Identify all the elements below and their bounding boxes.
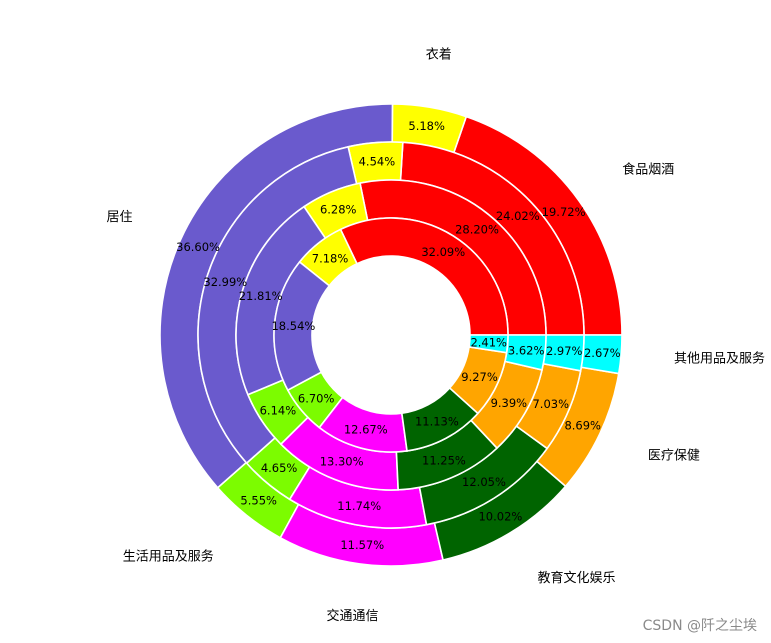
percent-label-ring4-5: 11.13% bbox=[415, 415, 459, 429]
percent-label-ring1-4: 11.57% bbox=[340, 538, 384, 552]
percent-label-ring2-1: 4.54% bbox=[359, 155, 396, 169]
percent-label-ring1-3: 5.55% bbox=[240, 494, 277, 508]
percent-label-ring3-5: 11.25% bbox=[422, 453, 466, 467]
percent-label-ring1-2: 36.60% bbox=[176, 240, 220, 254]
percent-label-ring3-3: 6.14% bbox=[260, 403, 297, 417]
percent-label-ring3-4: 13.30% bbox=[320, 455, 364, 469]
percent-label-ring2-7: 2.97% bbox=[546, 344, 583, 358]
category-label-4: 交通通信 bbox=[326, 608, 378, 624]
category-label-6: 医疗保健 bbox=[648, 449, 700, 464]
category-label-2: 居住 bbox=[107, 210, 133, 225]
percent-label-ring1-7: 2.67% bbox=[584, 346, 621, 360]
percent-label-ring3-2: 21.81% bbox=[239, 289, 283, 303]
percent-label-ring2-4: 11.74% bbox=[337, 499, 381, 513]
wedge-ring4-7 bbox=[468, 334, 509, 354]
percent-label-ring2-5: 12.05% bbox=[462, 475, 506, 489]
percent-label-ring4-3: 6.70% bbox=[298, 391, 335, 405]
percent-label-ring1-5: 10.02% bbox=[478, 510, 522, 524]
percent-label-ring4-7: 2.41% bbox=[470, 335, 507, 349]
percent-label-ring4-1: 7.18% bbox=[312, 251, 349, 265]
category-label-1: 衣着 bbox=[426, 47, 452, 63]
rings bbox=[159, 103, 623, 567]
percent-label-ring2-2: 32.99% bbox=[203, 275, 247, 289]
percent-label-ring3-7: 3.62% bbox=[508, 343, 545, 357]
percent-labels: 19.72% 5.18% 36.60% 5.55% 11.57% 10.02% 8.69% 2… bbox=[176, 119, 620, 552]
category-label-5: 教育文化娱乐 bbox=[538, 570, 616, 586]
percent-label-ring2-3: 4.65% bbox=[261, 461, 298, 475]
percent-label-ring1-6: 8.69% bbox=[564, 418, 601, 432]
percent-label-ring4-6: 9.27% bbox=[461, 370, 498, 384]
percent-label-ring2-0: 24.02% bbox=[496, 209, 540, 223]
percent-label-ring3-1: 6.28% bbox=[320, 203, 357, 217]
percent-label-ring1-0: 19.72% bbox=[542, 205, 586, 219]
percent-label-ring1-1: 5.18% bbox=[408, 119, 445, 133]
category-label-3: 生活用品及服务 bbox=[123, 548, 214, 564]
wedge-ring4-0 bbox=[339, 217, 509, 336]
percent-label-ring4-0: 32.09% bbox=[421, 245, 465, 259]
percent-label-ring3-6: 9.39% bbox=[491, 396, 528, 410]
percent-label-ring4-4: 12.67% bbox=[344, 423, 388, 437]
category-label-7: 其他用品及服务 bbox=[674, 350, 765, 366]
category-label-0: 食品烟酒 bbox=[622, 162, 674, 178]
watermark: CSDN @阡之尘埃 bbox=[642, 618, 757, 634]
percent-label-ring4-2: 18.54% bbox=[271, 319, 315, 333]
percent-label-ring2-6: 7.03% bbox=[532, 397, 569, 411]
percent-label-ring3-0: 28.20% bbox=[455, 223, 499, 237]
